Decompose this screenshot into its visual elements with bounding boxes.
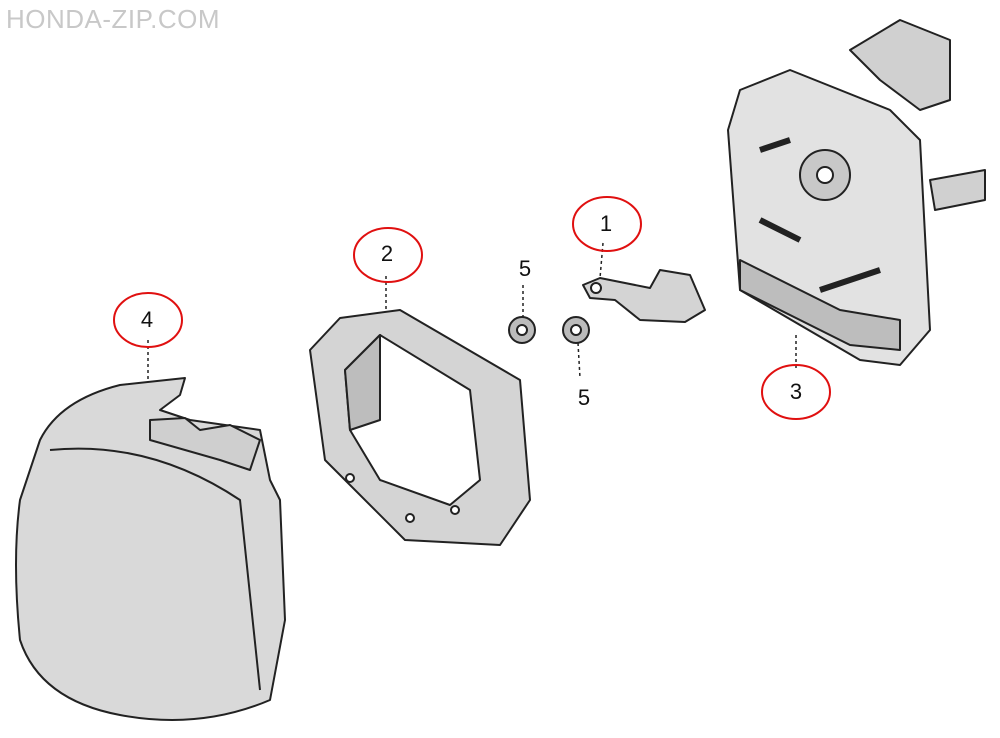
callout-circle-3 <box>761 364 831 420</box>
callout-label-5-lower[interactable]: 5 <box>577 385 591 410</box>
callout-circle-2 <box>353 227 423 283</box>
watermark: HONDA-ZIP.COM <box>6 4 221 34</box>
air-cleaner-cover <box>15 377 286 721</box>
callout-label-4[interactable]: 4 <box>140 307 154 332</box>
callout-label-2[interactable]: 2 <box>380 241 394 266</box>
nut <box>508 316 536 344</box>
callout-label-3[interactable]: 3 <box>789 379 803 404</box>
foam-element <box>309 309 531 546</box>
callout-label-5-upper[interactable]: 5 <box>518 256 532 281</box>
bracket <box>582 269 706 323</box>
nut <box>562 316 590 344</box>
callout-circle-1 <box>572 196 642 252</box>
callout-label-1[interactable]: 1 <box>599 211 613 236</box>
air-cleaner-case <box>727 19 986 366</box>
callout-circle-4 <box>113 292 183 348</box>
